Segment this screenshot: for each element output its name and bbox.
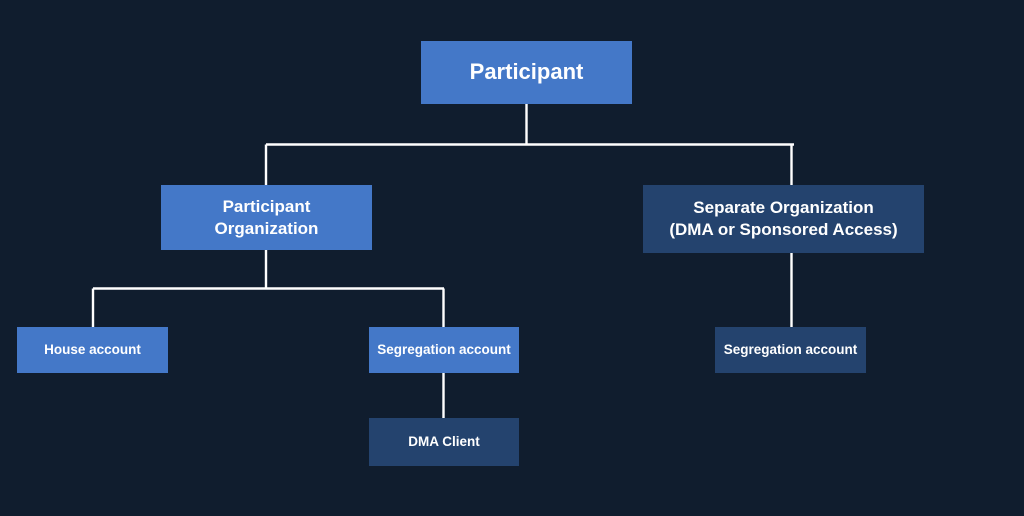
- node-house-account-label: House account: [44, 342, 141, 358]
- node-segregation-account-participant-label: Segregation account: [377, 342, 511, 358]
- node-dma-client[interactable]: DMA Client: [369, 418, 519, 466]
- node-segregation-account-participant[interactable]: Segregation account: [369, 327, 519, 373]
- node-participant-organization[interactable]: Participant Organization: [161, 185, 372, 250]
- node-separate-organization-label: Separate Organization (DMA or Sponsored …: [669, 198, 898, 239]
- node-participant[interactable]: Participant: [421, 41, 632, 104]
- node-participant-label: Participant: [469, 59, 584, 85]
- node-house-account[interactable]: House account: [17, 327, 168, 373]
- node-segregation-account-separate-label: Segregation account: [723, 342, 858, 358]
- node-dma-client-label: DMA Client: [408, 434, 480, 450]
- node-separate-organization[interactable]: Separate Organization (DMA or Sponsored …: [643, 185, 924, 253]
- node-segregation-account-separate[interactable]: Segregation account: [715, 327, 866, 373]
- node-participant-organization-label: Participant Organization: [214, 196, 319, 238]
